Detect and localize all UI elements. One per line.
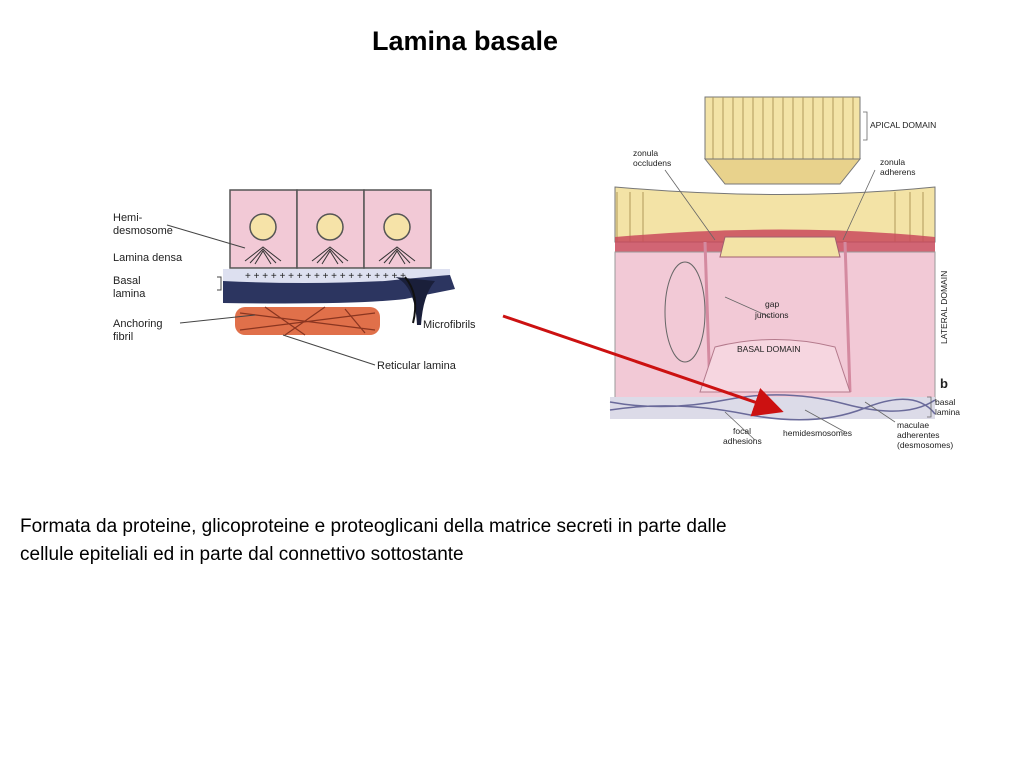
caption: Formata da proteine, glicoproteine e pro… (20, 513, 1010, 569)
caption-line-1: Formata da proteine, glicoproteine e pro… (20, 516, 727, 537)
label-focal-adhesions: adhesions (723, 436, 762, 446)
caption-line-2: cellule epiteliali ed in parte dal conne… (20, 544, 464, 565)
leader-lines (166, 224, 376, 366)
label-maculae-adherentes: adherentes (897, 430, 940, 440)
label-zonula-occludens-2: occludens (633, 158, 671, 168)
label-hemidesmosomes: hemidesmosomes (783, 428, 852, 438)
label-basal-lamina: lamina (113, 288, 146, 300)
label-hemidesmosome-2: desmosome (113, 225, 173, 237)
label-basal-lamina: basal (935, 397, 955, 407)
label-hemidesmosome: Hemi- (113, 212, 143, 224)
basal-lamina-diagram: + + + + + + + + + + + + + + + + + + + He… (113, 189, 476, 372)
label-zonula-adherens-2: adherens (880, 167, 915, 177)
label-basal-domain: BASAL DOMAIN (737, 344, 800, 354)
label-anchoring: Anchoring (113, 318, 163, 330)
label-lateral-domain: LATERAL DOMAIN (939, 271, 949, 344)
epithelial-cells (229, 189, 432, 269)
label-zonula-occludens: zonula (633, 148, 658, 158)
basal-lamina-band: + + + + + + + + + + + + + + + + + + + (223, 269, 455, 325)
right-leader-lines (664, 111, 932, 441)
label-desmosomes: (desmosomes) (897, 440, 953, 450)
label-panel-b: b (940, 376, 948, 391)
label-maculae: maculae (897, 420, 929, 430)
reticular-lamina (235, 306, 380, 336)
label-lamina-densa: Lamina densa (113, 252, 183, 264)
label-reticular-lamina: Reticular lamina (377, 360, 457, 372)
label-zonula-adherens: zonula (880, 157, 905, 167)
label-focal: focal (733, 426, 751, 436)
label-basal-lamina-2: lamina (935, 407, 960, 417)
label-gap: gap (765, 299, 779, 309)
apical-domain-block (703, 96, 862, 185)
epithelial-junctions-diagram: APICAL DOMAIN zonula occludens zonula ad… (609, 96, 960, 450)
label-gap-junctions: junctions (754, 310, 789, 320)
svg-text:+ + + + + + + + + + + + + + +: + + + + + + + + + + + + + + + + + + + (245, 271, 406, 282)
label-microfibrils: Microfibrils (423, 319, 476, 331)
label-anchoring-fibril: fibril (113, 331, 133, 343)
cell-layer (614, 186, 936, 403)
page-title: Lamina basale (371, 26, 559, 56)
label-basal: Basal (113, 275, 141, 287)
label-apical-domain: APICAL DOMAIN (870, 120, 936, 130)
